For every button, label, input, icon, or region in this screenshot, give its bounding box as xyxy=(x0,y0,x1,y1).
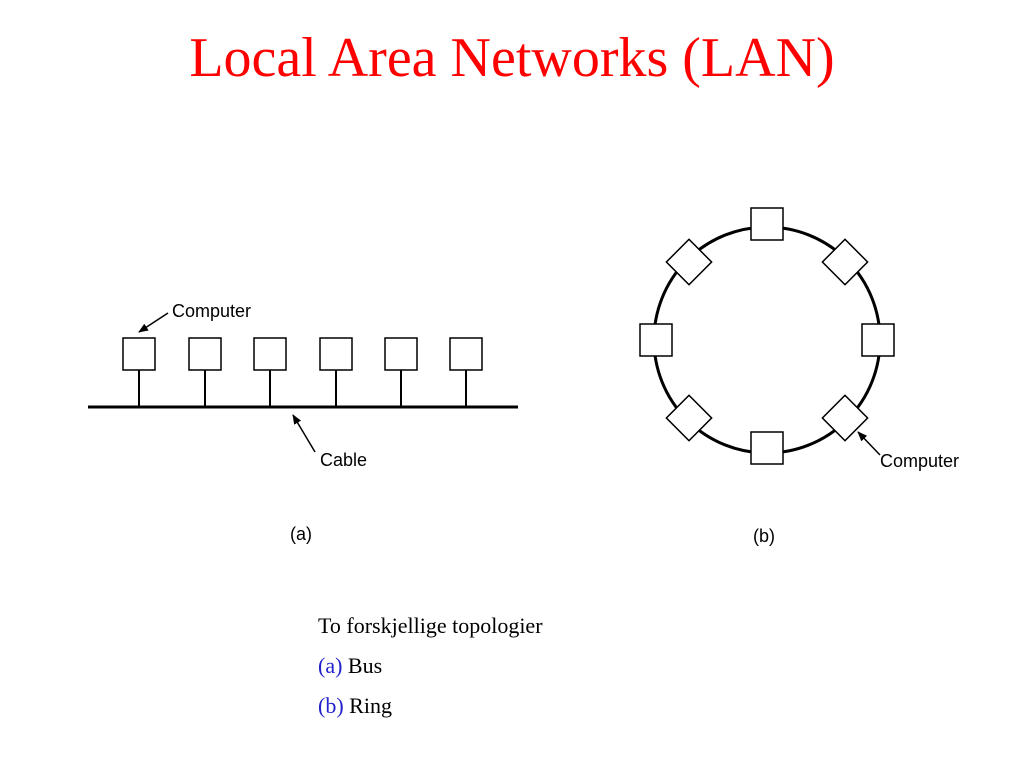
ring-computer xyxy=(861,323,895,357)
ring-computer xyxy=(639,323,673,357)
bus-cable-arrow xyxy=(292,414,316,453)
caption-item-label: (a) xyxy=(318,653,343,678)
bus-cable-label: Cable xyxy=(320,450,367,470)
ring-computer xyxy=(750,431,784,465)
bus-computer-label: Computer xyxy=(172,301,251,321)
caption-item-text: Bus xyxy=(347,653,383,678)
bus-computer xyxy=(188,337,222,407)
caption-item-bus: (a) Bus xyxy=(318,646,543,686)
bus-computer xyxy=(253,337,287,407)
caption-item-text: Ring xyxy=(349,693,392,718)
caption-block: To forskjellige topologier (a) Bus (b) R… xyxy=(318,606,543,726)
ring-computer-arrow xyxy=(857,431,881,456)
bus-topology: Computer Cable (a) xyxy=(88,301,518,544)
ring-computer xyxy=(665,394,713,442)
caption-heading: To forskjellige topologier xyxy=(318,613,543,638)
ring-computer xyxy=(821,238,869,286)
bus-computer xyxy=(384,337,418,407)
bus-computer xyxy=(319,337,353,407)
bus-sublabel: (a) xyxy=(290,524,312,544)
slide-title: Local Area Networks (LAN) xyxy=(189,27,835,89)
bus-computer xyxy=(122,337,156,407)
ring-computer xyxy=(821,394,869,442)
bus-computer-arrow xyxy=(138,312,169,333)
ring-sublabel: (b) xyxy=(753,526,775,546)
bus-computer xyxy=(449,337,483,407)
caption-item-label: (b) xyxy=(318,693,344,718)
ring-computer xyxy=(750,207,784,241)
ring-computer xyxy=(665,238,713,286)
ring-computer-label: Computer xyxy=(880,451,959,471)
caption-item-ring: (b) Ring xyxy=(318,686,543,726)
ring-topology: Computer (b) xyxy=(639,207,959,546)
